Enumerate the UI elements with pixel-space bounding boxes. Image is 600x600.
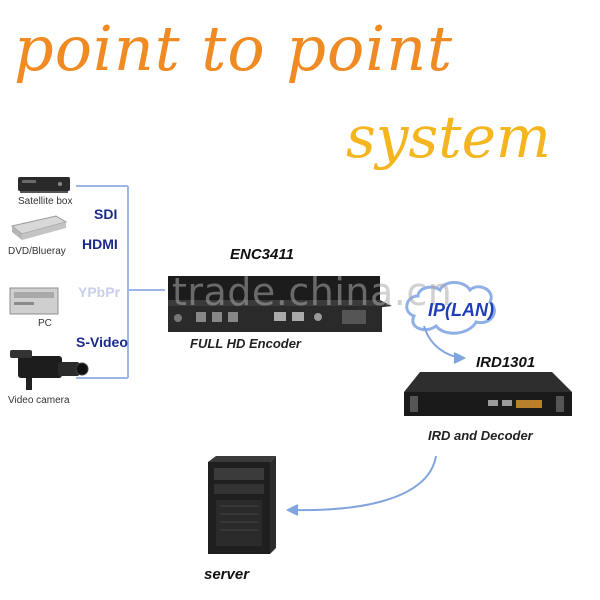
title-line-2: system bbox=[346, 103, 551, 171]
server-label: server bbox=[204, 566, 250, 583]
arrow-to-server bbox=[285, 455, 437, 516]
video-camera-label: Video camera bbox=[8, 395, 70, 406]
pc-label: PC bbox=[38, 318, 52, 329]
pc-icon bbox=[9, 287, 59, 315]
dvd-player-icon bbox=[10, 215, 68, 240]
signal-ypbpr-label: YPbPr bbox=[78, 284, 121, 300]
satellite-box-label: Satellite box bbox=[18, 196, 73, 207]
ip-cloud-icon bbox=[405, 281, 496, 335]
decoder-device-icon bbox=[404, 372, 572, 416]
encoder-model-label: ENC3411 bbox=[230, 246, 294, 263]
encoder-desc-label: FULL HD Encoder bbox=[190, 336, 301, 351]
ip-lan-label: IP(LAN) bbox=[428, 300, 494, 320]
server-tower-icon bbox=[208, 456, 276, 554]
satellite-box-icon bbox=[18, 177, 70, 193]
title-line-1: point to point bbox=[14, 12, 454, 85]
source-bracket bbox=[76, 185, 165, 379]
dvd-label: DVD/Blueray bbox=[8, 246, 66, 257]
signal-sdi-label: SDI bbox=[94, 206, 118, 222]
decoder-desc-label: IRD and Decoder bbox=[428, 428, 533, 443]
arrow-to-decoder bbox=[423, 325, 467, 364]
video-camera-icon bbox=[10, 350, 89, 390]
decoder-model-label: IRD1301 bbox=[476, 354, 536, 371]
encoder-device-icon bbox=[168, 276, 392, 332]
watermark-text: trade.china.cn bbox=[172, 270, 453, 314]
signal-hdmi-label: HDMI bbox=[82, 236, 118, 252]
signal-svideo-label: S-Video bbox=[76, 334, 128, 350]
